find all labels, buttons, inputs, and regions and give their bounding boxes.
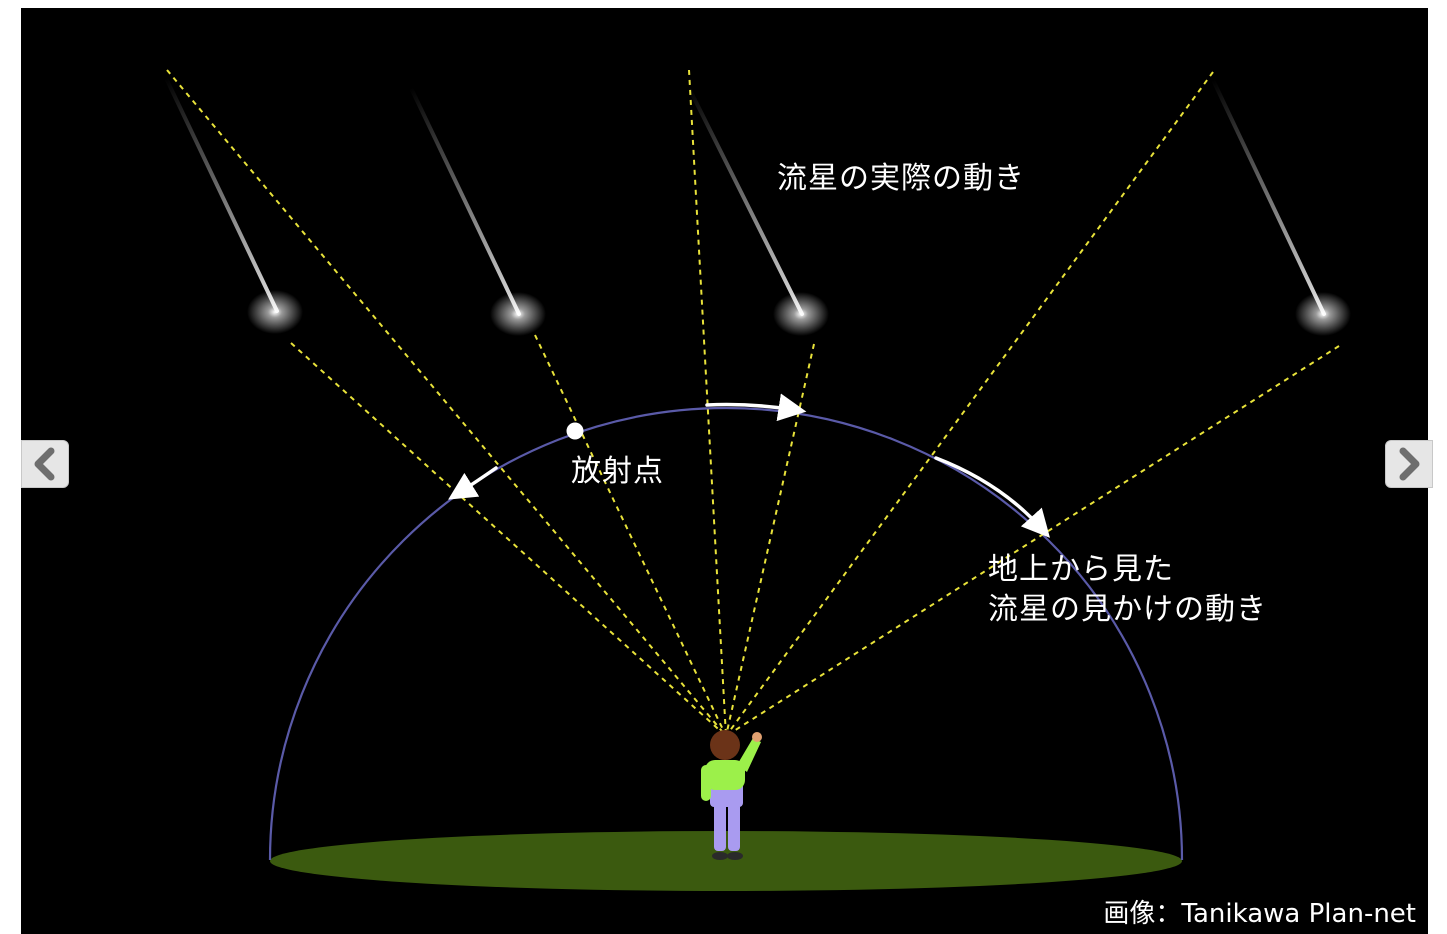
observer-hand xyxy=(752,732,762,742)
label-apparent-line2: 流星の見かけの動き xyxy=(988,592,1267,627)
arrow-right xyxy=(934,456,1050,538)
meteor-trail-2 xyxy=(409,86,521,316)
meteor-trail-1 xyxy=(164,76,279,313)
meteor-head-1 xyxy=(247,290,303,334)
sight-line-4-end xyxy=(725,345,1340,737)
observer-leg-left xyxy=(714,803,726,851)
image-credit: 画像：Tanikawa Plan-net xyxy=(1103,899,1416,929)
sight-line-3-end xyxy=(725,343,815,737)
observer-head xyxy=(710,730,740,760)
meteor-radiant-diagram: 流星の実際の動き 放射点 地上から見た 流星の見かけの動き 画像：Tanikaw… xyxy=(21,8,1428,934)
radiant-point xyxy=(566,422,584,440)
chevron-left-icon xyxy=(34,447,55,481)
next-button[interactable] xyxy=(1385,440,1433,488)
meteor-head-3 xyxy=(773,292,829,336)
observer-arm-left xyxy=(701,765,711,801)
sight-line-1-end xyxy=(290,342,727,737)
meteor-head-2 xyxy=(490,292,546,336)
observer-torso xyxy=(705,760,745,790)
chevron-right-icon xyxy=(1399,447,1420,481)
label-apparent-line1: 地上から見た xyxy=(988,552,1174,587)
sight-line-4-start xyxy=(725,71,1214,737)
meteor-trail-4 xyxy=(1211,78,1326,316)
ground-ellipse xyxy=(270,831,1182,891)
label-actual-motion: 流星の実際の動き xyxy=(777,161,1025,196)
arrow-left xyxy=(448,466,498,500)
meteor-trail-3 xyxy=(687,86,804,316)
observer-leg-right xyxy=(728,803,740,851)
apparent-motion-arrows xyxy=(448,393,1050,538)
meteor-head-4 xyxy=(1295,292,1351,336)
observer-shoe-left xyxy=(712,852,728,860)
label-radiant: 放射点 xyxy=(571,454,664,489)
sight-lines xyxy=(166,69,1340,737)
diagram-canvas xyxy=(164,69,1351,891)
previous-button[interactable] xyxy=(21,440,69,488)
observer-shoe-right xyxy=(727,852,743,860)
sight-line-1-start xyxy=(166,69,727,737)
sight-line-2 xyxy=(534,334,727,737)
sight-line-3-start xyxy=(688,69,727,737)
meteors xyxy=(164,76,1351,336)
celestial-dome xyxy=(268,406,1184,861)
arrow-top xyxy=(705,393,807,422)
observer-arm-raised xyxy=(737,738,761,772)
observer-figure xyxy=(701,730,762,860)
